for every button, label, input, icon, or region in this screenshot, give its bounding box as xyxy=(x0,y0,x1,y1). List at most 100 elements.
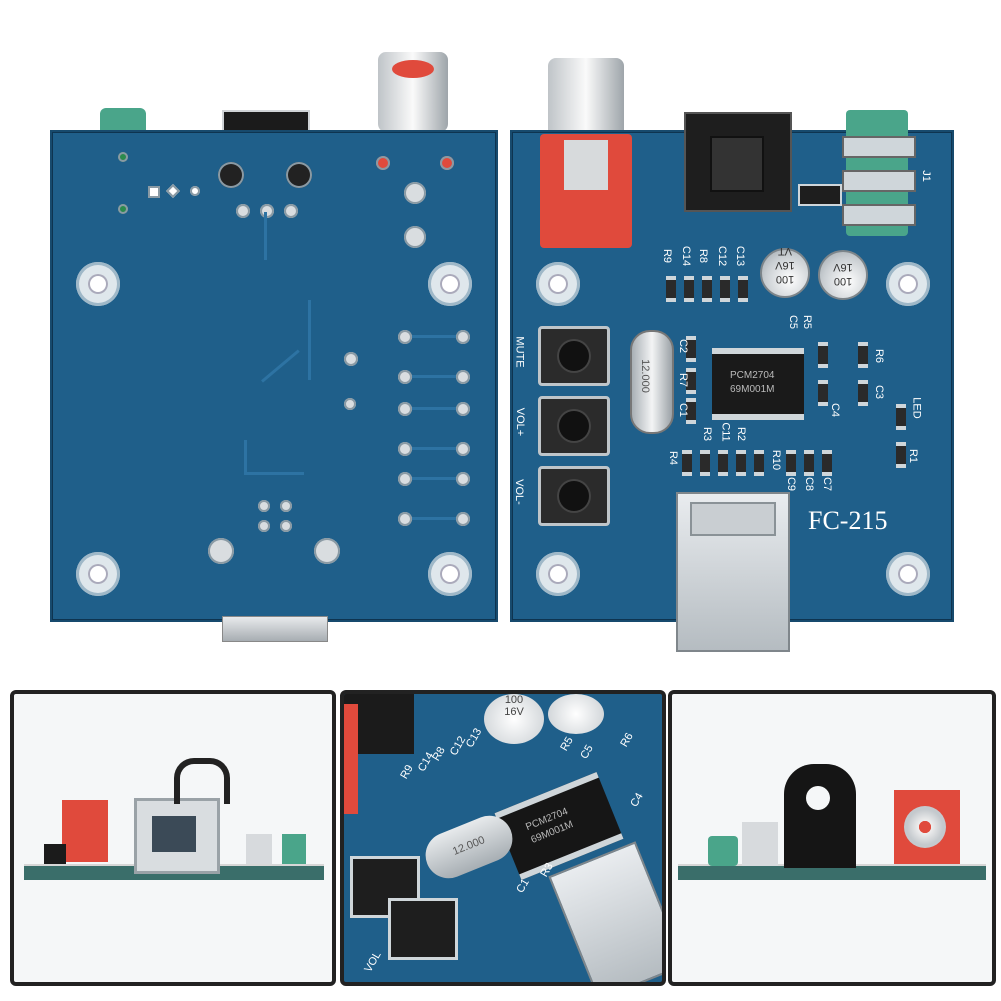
component-label: C9 xyxy=(785,476,798,492)
zoom-label: R5 xyxy=(558,734,576,754)
solder-pad xyxy=(404,226,426,248)
component-label: R4 xyxy=(667,450,680,466)
component-label: R5 xyxy=(801,314,814,330)
solder-pad xyxy=(258,500,270,512)
header-pin xyxy=(456,442,470,456)
mount-hole-back-tr xyxy=(428,262,472,306)
component-label: C2 xyxy=(677,338,690,354)
jack-pin xyxy=(842,136,916,158)
electrolytic-capacitor-1: 100 16V VT xyxy=(760,245,810,298)
smd-component xyxy=(686,368,696,394)
solder-pad xyxy=(258,520,270,532)
capacitor-side xyxy=(246,834,272,864)
header-pin xyxy=(456,370,470,384)
component-label: C7 xyxy=(821,476,834,492)
trace xyxy=(244,440,247,474)
zoom-label: R9 xyxy=(398,762,416,782)
component-label: R8 xyxy=(697,248,710,264)
usb-port-back xyxy=(222,616,328,642)
smd-component xyxy=(754,450,764,476)
smd-component xyxy=(720,276,730,302)
zoom-label: C12 xyxy=(447,734,469,758)
solder-pad xyxy=(344,398,356,410)
header-pin xyxy=(398,402,412,416)
component-label: C12 xyxy=(716,245,729,267)
zoom-red-jack xyxy=(344,704,358,814)
red-jack-side-2-face xyxy=(904,806,946,848)
solder-pad xyxy=(260,204,274,218)
smd-component xyxy=(736,450,746,476)
component-label: C1 xyxy=(677,402,690,418)
smd-component xyxy=(896,404,906,430)
rca-jack-front-inner xyxy=(564,140,608,190)
solder-pad xyxy=(314,538,340,564)
zoom-capacitor-1: 100 16V xyxy=(484,694,544,744)
component-label: R6 xyxy=(873,348,886,364)
component-label: R9 xyxy=(661,248,674,264)
mute-label: MUTE xyxy=(513,336,526,368)
header-pin xyxy=(456,330,470,344)
mute-button[interactable] xyxy=(538,326,610,386)
pcm2704-chip: PCM2704 69M001M xyxy=(712,348,804,420)
component-label: R10 xyxy=(770,449,783,471)
solder-pad-white xyxy=(190,186,200,196)
connector-label: J1 xyxy=(919,170,932,182)
trace xyxy=(244,472,304,475)
smd-component xyxy=(896,442,906,468)
mount-hole-back-br xyxy=(428,552,472,596)
smd-component xyxy=(804,450,814,476)
component-label: R3 xyxy=(701,426,714,442)
header-pin xyxy=(398,330,412,344)
mount-hole-back-tl xyxy=(76,262,120,306)
component-label: C5 xyxy=(787,314,800,330)
chip-text-1: PCM2704 xyxy=(730,370,775,381)
header-pin xyxy=(398,472,412,486)
trace xyxy=(264,212,267,260)
trace xyxy=(412,477,456,480)
black-button-side xyxy=(44,844,66,864)
jack-pin xyxy=(842,170,916,192)
volume-down-button[interactable] xyxy=(538,466,610,526)
smd-component xyxy=(818,342,828,368)
rca-jack-back-center xyxy=(392,60,434,78)
zoom-label: C13 xyxy=(463,726,485,750)
smd-component xyxy=(666,276,676,302)
trace xyxy=(308,300,311,380)
zoom-button-2 xyxy=(388,898,458,960)
smd-component xyxy=(858,342,868,368)
header-pin xyxy=(456,472,470,486)
header-pin xyxy=(456,402,470,416)
header-pin xyxy=(456,512,470,526)
optical-jack-side-2 xyxy=(784,764,856,868)
component-label: R7 xyxy=(677,372,690,388)
trace xyxy=(412,375,456,378)
trace xyxy=(412,517,456,520)
volume-up-button[interactable] xyxy=(538,396,610,456)
header-pin xyxy=(398,370,412,384)
solder-pad xyxy=(208,538,234,564)
component-label: C11 xyxy=(719,422,732,442)
mount-hole-front-tr xyxy=(886,262,930,306)
smd-component xyxy=(686,336,696,362)
header-connector xyxy=(798,184,842,206)
smd-component xyxy=(686,398,696,424)
solder-pad-red xyxy=(376,156,390,170)
mount-hole-front-bl xyxy=(536,552,580,596)
green-audio-jack-back xyxy=(100,108,146,134)
solder-pad-white xyxy=(148,186,160,198)
green-jack-side xyxy=(282,834,306,864)
panel-side-view-optical xyxy=(668,690,996,986)
trace xyxy=(412,335,456,338)
rca-jack-front-top xyxy=(548,58,624,138)
smd-component xyxy=(718,450,728,476)
usb-b-face-opening xyxy=(152,816,196,852)
zoom-label: C1 xyxy=(514,876,532,896)
solder-pad xyxy=(280,520,292,532)
smd-component xyxy=(684,276,694,302)
component-label: C13 xyxy=(734,245,747,267)
component-label: R2 xyxy=(735,426,748,442)
smd-component xyxy=(822,450,832,476)
zoom-usb xyxy=(548,841,662,982)
solder-pad-green xyxy=(118,204,128,214)
capacitor-side-2 xyxy=(742,822,778,866)
